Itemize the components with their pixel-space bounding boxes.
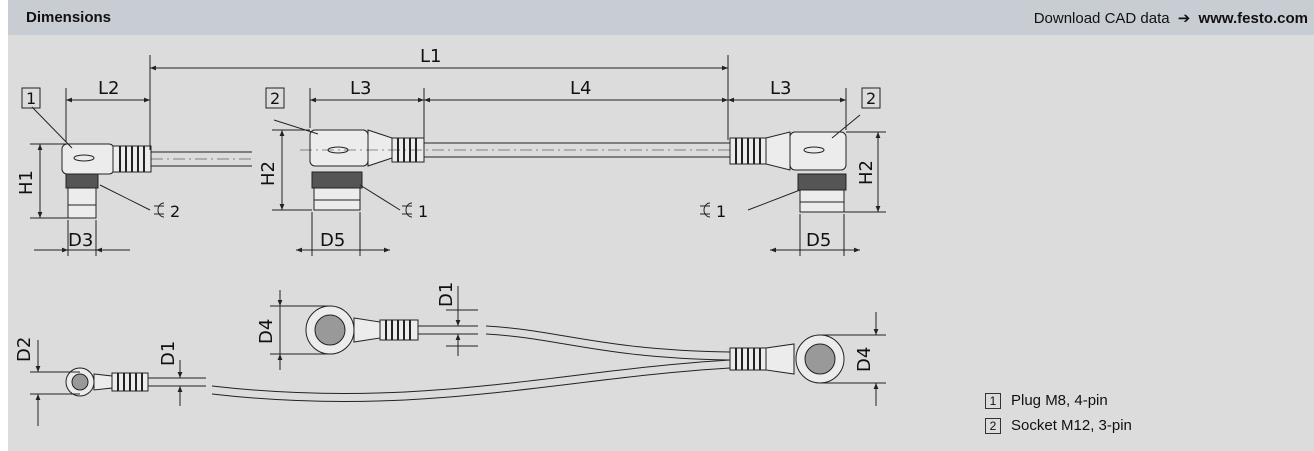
dim-label-l2: L2 [98,78,119,99]
dim-label-l1: L1 [420,46,441,67]
header-bar: Dimensions Download CAD data ➔ www.festo… [8,0,1314,35]
arrow-icon: ➔ [1177,10,1191,27]
wrench-icon [700,202,711,218]
dim-label-d5-left: D5 [320,230,345,251]
dimension-lines-top [30,55,886,256]
wrench-icon [154,202,165,218]
legend: 1 Plug M8, 4-pin 2 Socket M12, 3-pin [985,388,1132,438]
cad-download[interactable]: Download CAD data ➔ www.festo.com [1034,9,1308,27]
callout-2-left: 2 [270,89,280,108]
plug-m8-side-view [61,143,252,219]
festo-link[interactable]: www.festo.com [1198,10,1308,27]
callout-box-2-right [861,87,881,109]
dim-label-d4-left: D4 [256,319,277,344]
callout-box-1 [21,87,41,109]
bottom-end-views [65,305,845,403]
wrench-size-2: 2 [170,202,180,221]
legend-label: Plug M8, 4-pin [1011,392,1108,409]
legend-number-box: 2 [985,417,1001,434]
dim-label-d1-mid: D1 [436,282,457,307]
drawing-sheet [8,0,1314,451]
dim-label-h2-right: H2 [856,160,877,185]
dim-label-l3-right: L3 [770,78,791,99]
legend-item: 2 Socket M12, 3-pin [985,413,1132,438]
legend-label: Socket M12, 3-pin [1011,417,1132,434]
dim-label-l3-left: L3 [350,78,371,99]
section-title: Dimensions [26,9,112,26]
legend-item: 1 Plug M8, 4-pin [985,388,1132,413]
dimension-lines-bottom [30,286,886,426]
dim-label-h2-left: H2 [258,161,279,186]
dim-label-d1-left: D1 [158,341,179,366]
callout-box-2-left [265,87,285,109]
socket-m12-left-side-view [300,129,840,211]
dim-label-d3: D3 [68,230,93,251]
dim-label-h1: H1 [16,170,37,195]
legend-number-box: 1 [985,392,1001,409]
wrench-size-1-left: 1 [418,202,428,221]
callout-2-right: 2 [866,89,876,108]
dim-label-d4-right: D4 [854,347,875,372]
dim-label-d5-right: D5 [806,230,831,251]
callout-1: 1 [26,89,36,108]
socket-m12-right-side-view [729,131,847,213]
download-text: Download CAD data [1033,10,1170,27]
wrench-icon [402,202,413,218]
wrench-size-1-right: 1 [716,202,726,221]
dim-label-l4: L4 [570,78,591,99]
dim-label-d2: D2 [14,337,35,362]
